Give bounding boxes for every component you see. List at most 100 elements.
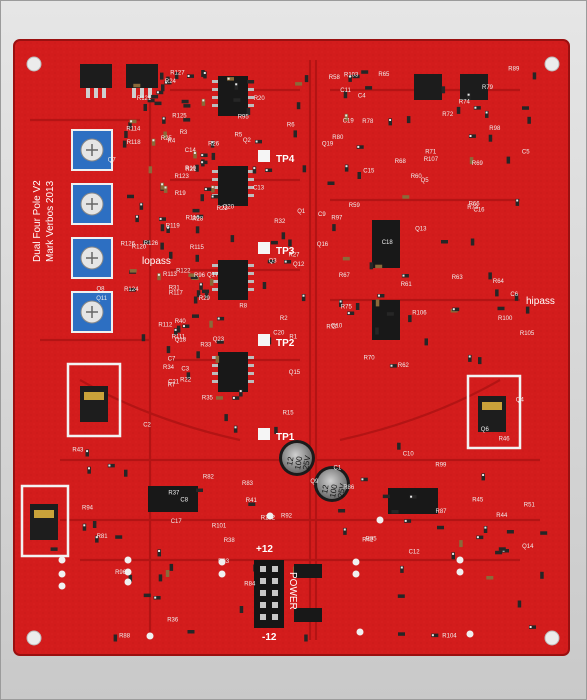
smd-component: [82, 523, 87, 531]
designator-label: R29: [199, 296, 211, 302]
smd-component: [174, 328, 178, 336]
smd-component: [529, 625, 536, 629]
smd-component: [527, 116, 531, 124]
designator-label: C17: [171, 519, 183, 525]
designator-label: Q5: [421, 178, 430, 184]
designator-label: R113: [163, 272, 178, 278]
smd-component: [459, 540, 463, 548]
smd-component: [404, 519, 412, 523]
smd-component: [397, 594, 405, 598]
designator-label: R40: [175, 319, 187, 325]
designator-label: R43: [72, 448, 84, 454]
smd-component: [451, 552, 455, 560]
designator-label: C15: [363, 169, 375, 175]
solder-pad: [154, 596, 157, 599]
solder-pad: [410, 495, 413, 498]
designator-label: C16: [474, 208, 486, 214]
solder-pad: [88, 467, 90, 470]
designator-label: R32: [274, 219, 286, 225]
solder-pad: [202, 99, 205, 102]
smd-component: [344, 113, 349, 121]
designator-label: C11: [340, 88, 351, 94]
solder-pad: [390, 364, 393, 367]
solder-pad: [349, 75, 351, 78]
smd-component: [469, 157, 474, 165]
solder-pad: [162, 117, 165, 120]
smd-component: [157, 273, 161, 281]
designator-label: R93: [218, 559, 230, 565]
smd-component: [160, 72, 164, 80]
designator-label: R4: [168, 138, 176, 144]
solder-pad: [345, 165, 348, 168]
solder-pad: [389, 119, 392, 121]
smd-component: [151, 94, 159, 99]
smd-component: [209, 320, 213, 328]
solder-pad: [467, 93, 470, 96]
designator-label: R101: [212, 524, 227, 530]
designator-label: R120: [132, 244, 147, 250]
smd-component: [402, 195, 410, 199]
solder-pad: [165, 81, 168, 84]
smd-component: [343, 91, 348, 99]
smd-component: [233, 98, 241, 102]
designator-label: C9: [318, 212, 326, 218]
designator-label: R34: [163, 365, 175, 371]
lopass-label: lopass: [142, 256, 171, 267]
solder-pad: [452, 308, 455, 311]
designator-label: R82: [203, 474, 215, 480]
smd-component: [498, 547, 506, 551]
smd-component: [485, 110, 489, 118]
solder-pad: [343, 528, 346, 531]
smd-parts: [50, 70, 548, 642]
smd-component: [204, 187, 212, 191]
smd-component: [216, 396, 223, 400]
smd-component: [190, 275, 198, 279]
smd-component: [344, 164, 349, 172]
designator-label: R127: [170, 71, 185, 77]
solder-pad: [253, 167, 256, 170]
smd-component: [357, 172, 361, 179]
designator-label: Q18: [175, 337, 187, 343]
designator-label: C13: [253, 186, 265, 192]
solder-pad: [239, 390, 242, 393]
smd-component: [183, 104, 191, 108]
solder-pad: [227, 77, 230, 80]
smd-component: [201, 70, 205, 77]
smd-component: [540, 571, 544, 579]
smd-component: [200, 153, 208, 157]
smd-component: [488, 134, 493, 142]
designator-label: R121: [137, 96, 152, 102]
smd-component: [301, 294, 306, 302]
smd-component: [515, 198, 520, 206]
solder-pad: [232, 396, 235, 399]
test-point-label: TP2: [276, 338, 295, 349]
solder-pad: [211, 186, 214, 189]
coil-modules: [20, 362, 522, 558]
designator-label: R84: [244, 581, 256, 587]
designator-labels: R40R124R126R125R127R122R126R114R118R115R…: [72, 66, 535, 639]
designator-label: C2: [143, 423, 151, 429]
designator-label: R27: [289, 253, 301, 259]
smd-component: [195, 226, 200, 234]
smd-component: [166, 76, 170, 84]
solder-pad: [255, 140, 258, 143]
solder-pad: [347, 312, 350, 315]
solder-pad: [164, 186, 167, 189]
smd-component: [174, 72, 179, 80]
solder-pad: [204, 188, 207, 191]
smd-component: [162, 116, 166, 124]
board-title-line2: Mark Verbos 2013: [45, 180, 56, 262]
smd-component: [483, 526, 488, 533]
designator-label: Q17: [207, 273, 219, 279]
smd-component: [506, 530, 514, 534]
smd-component: [473, 106, 481, 110]
solder-pad: [482, 474, 485, 476]
smd-component: [159, 217, 166, 221]
designator-label: R20: [254, 96, 266, 102]
designator-label: R98: [489, 126, 501, 132]
smd-component: [200, 194, 204, 202]
smd-component: [202, 289, 209, 294]
solder-pad: [474, 106, 477, 109]
smd-component: [401, 274, 409, 278]
designator-label: R58: [329, 75, 341, 81]
